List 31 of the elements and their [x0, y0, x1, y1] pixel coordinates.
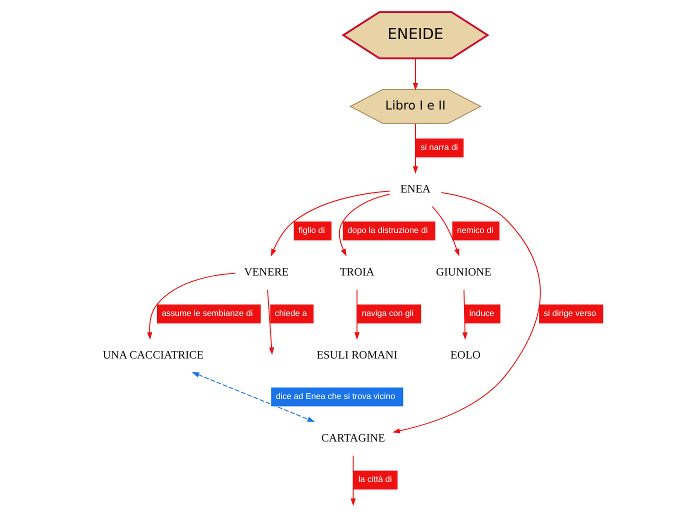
arrow [462, 289, 468, 340]
arrow [392, 192, 540, 434]
node-text: VENERE [244, 266, 288, 278]
edge-label: naviga con gli [361, 308, 414, 318]
edge-label: dopo la distruzione di [347, 225, 428, 236]
node-text: EOLO [450, 349, 480, 362]
edge-label: dice ad Enea che si trova vicino [275, 391, 395, 402]
edge-label: figlio di [298, 225, 324, 236]
arrow [266, 289, 274, 355]
edge-label: assume le sembianze di [161, 308, 252, 318]
node-text: GIUNIONE [435, 266, 491, 278]
edge-label: induce [468, 308, 494, 318]
edge-label: si narra di [420, 142, 458, 152]
arrow [412, 123, 418, 174]
arrow [412, 58, 418, 91]
node-text: ESULI ROMANI [316, 349, 397, 362]
node-text: TROIA [339, 266, 374, 278]
edge-label: la città di [358, 474, 392, 484]
arrow [431, 206, 459, 256]
arrow [350, 455, 356, 506]
arrow [146, 272, 236, 340]
node-text: CARTAGINE [320, 432, 385, 444]
node-text: ENEA [400, 183, 430, 196]
arrow [338, 194, 390, 256]
node-text: UNA CACCIATRICE [102, 349, 204, 362]
edge-label: chiede a [274, 308, 306, 318]
edge-label: si dirige verso [543, 308, 596, 318]
arrow [354, 289, 360, 340]
arrow [191, 372, 314, 422]
arrow [270, 190, 390, 257]
edge-label: nemico di [456, 225, 493, 236]
